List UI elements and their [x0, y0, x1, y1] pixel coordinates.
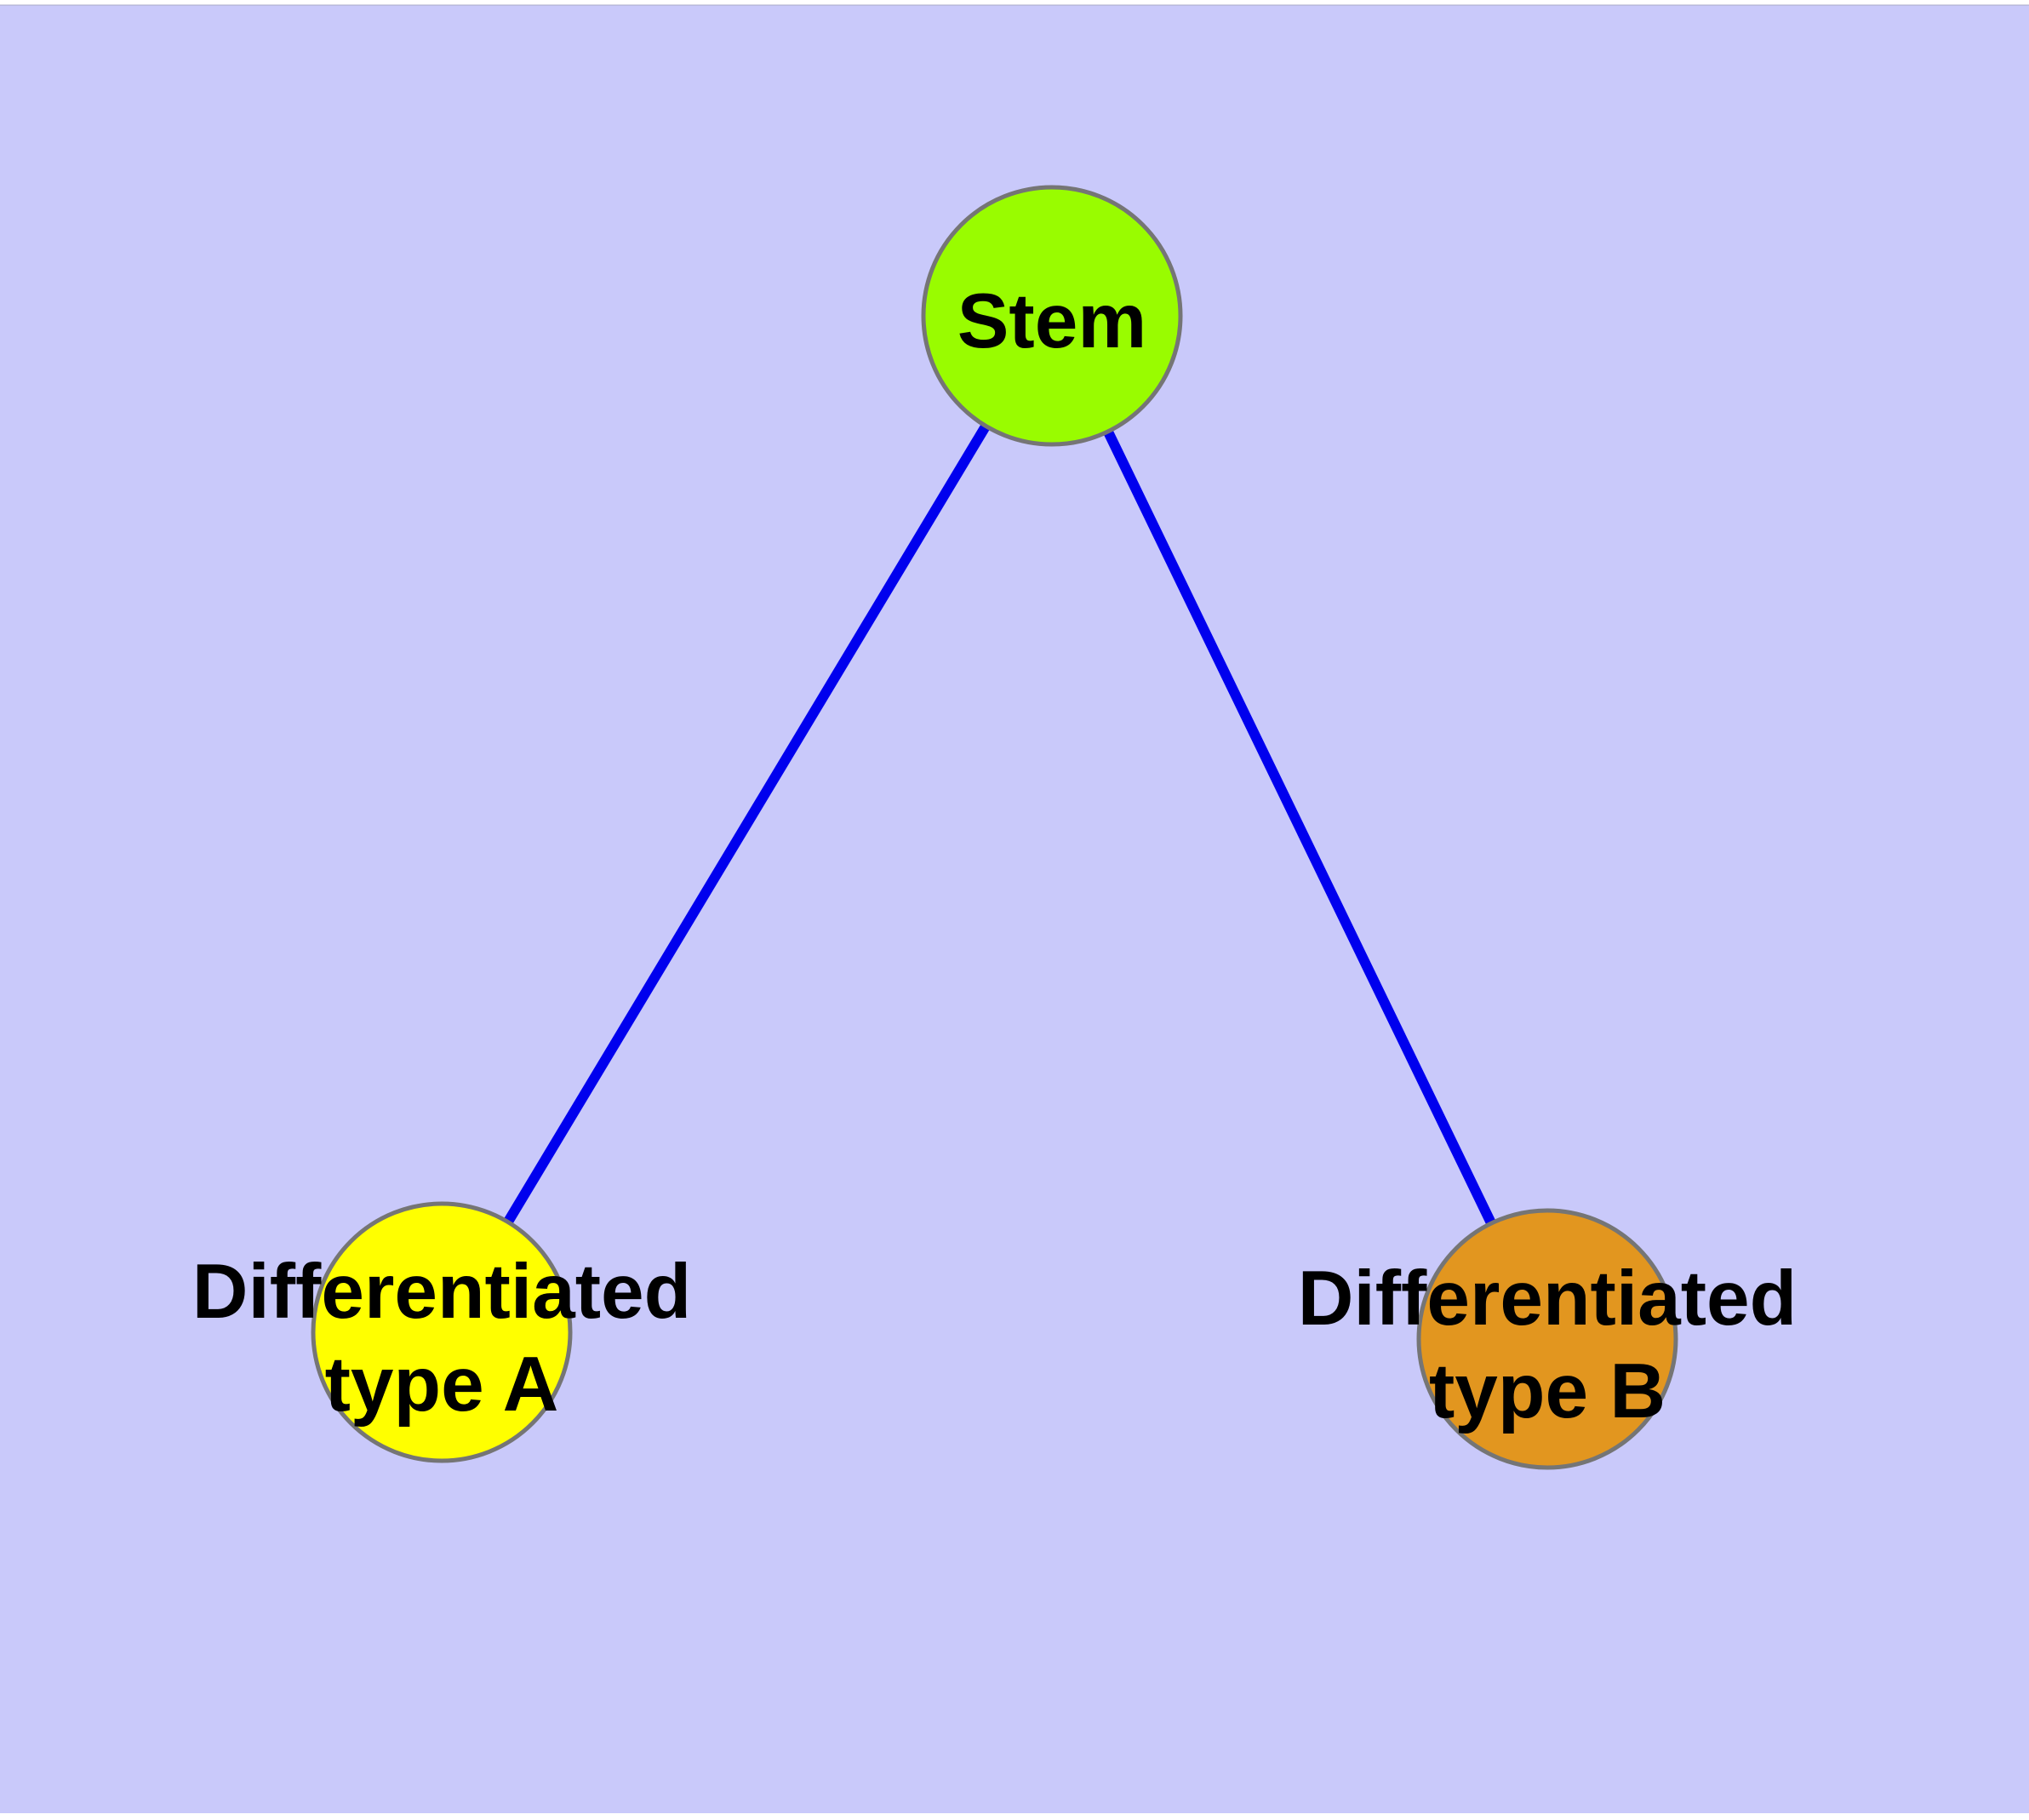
- node-label-type-a-line2: type A: [325, 1342, 559, 1428]
- edge-stem-to-type-b: [1047, 313, 1552, 1342]
- node-label-stem: Stem: [957, 278, 1147, 364]
- node-label-type-b-line1: Differentiated: [1298, 1256, 1798, 1342]
- node-label-type-b-line2: type B: [1429, 1348, 1666, 1434]
- node-label-type-a-line1: Differentiated: [192, 1249, 692, 1335]
- edge-stem-to-type-a: [437, 312, 1057, 1336]
- node-stem: [921, 185, 1183, 447]
- label-layer: Stem Differentiated type A Differentiate…: [192, 278, 1798, 1434]
- edge-layer: [437, 312, 1552, 1342]
- node-differentiated-type-b: [1416, 1208, 1678, 1470]
- node-layer: [311, 185, 1678, 1470]
- node-differentiated-type-a: [311, 1201, 573, 1463]
